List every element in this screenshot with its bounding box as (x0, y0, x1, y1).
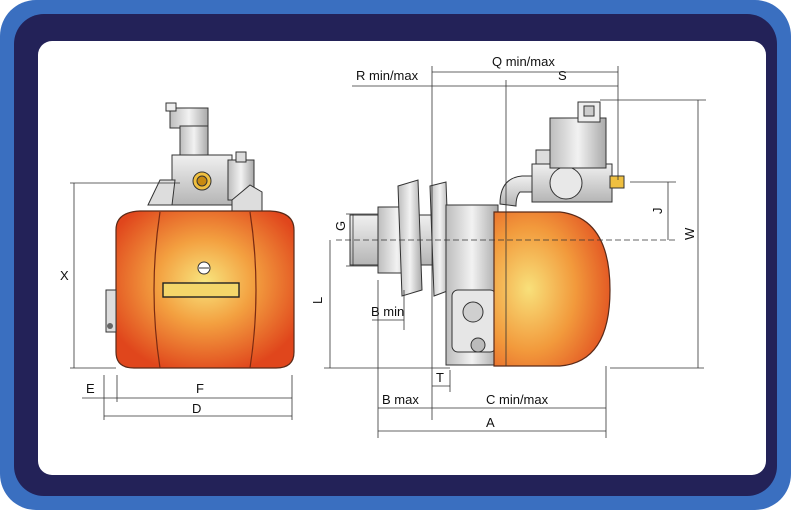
label-d: D (192, 401, 201, 416)
side-dimensions (324, 66, 706, 438)
label-l: L (310, 297, 325, 304)
front-view (105, 102, 295, 369)
label-c: C min/max (486, 392, 549, 407)
front-valve (147, 102, 263, 213)
label-x: X (60, 268, 69, 283)
label-j: J (650, 208, 665, 215)
label-w: W (682, 227, 697, 240)
label-s: S (558, 68, 567, 83)
front-body (105, 210, 295, 369)
label-t: T (436, 370, 444, 385)
side-view (349, 101, 625, 367)
front-dimensions (70, 182, 293, 420)
label-f: F (196, 381, 204, 396)
burner-dimension-drawing: X E F D Q min/max R min/max S G J W L B … (60, 54, 706, 438)
label-g: G (333, 221, 348, 231)
label-b-min: B min (371, 304, 404, 319)
diagram-canvas: X E F D Q min/max R min/max S G J W L B … (38, 41, 766, 475)
label-e: E (86, 381, 95, 396)
label-b-max: B max (382, 392, 419, 407)
label-a: A (486, 415, 495, 430)
label-r: R min/max (356, 68, 419, 83)
label-q: Q min/max (492, 54, 555, 69)
dimension-labels: X E F D Q min/max R min/max S G J W L B … (60, 54, 697, 430)
